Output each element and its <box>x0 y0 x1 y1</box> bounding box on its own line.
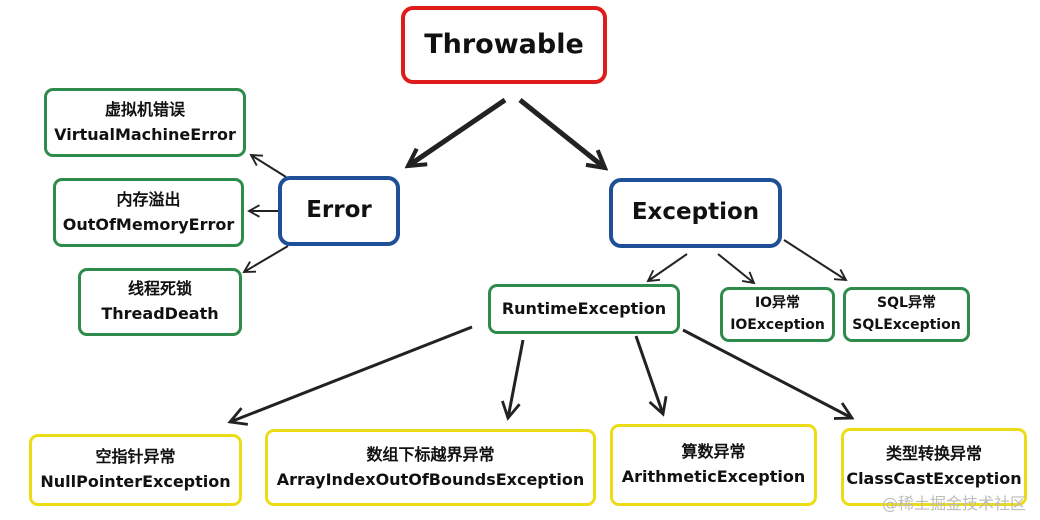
virtual-machine-error-cn: 虚拟机错误 <box>104 99 185 119</box>
out-of-memory-error-en: OutOfMemoryError <box>62 214 235 234</box>
arrow-runtime-to-class-cast <box>682 328 855 420</box>
sql-exception-en: SQLException <box>852 316 961 333</box>
io-exception-cn: IO异常 <box>754 294 801 311</box>
sql-exception-cn: SQL异常 <box>877 294 936 311</box>
arrow-runtime-to-array-index <box>501 339 525 421</box>
error-node: Error <box>278 176 400 246</box>
out-of-memory-error-cn: 内存溢出 <box>116 189 181 209</box>
arrow-runtime-to-arithmetic <box>634 335 668 417</box>
exception-label: Exception <box>631 199 760 226</box>
arithmetic-exception-cn: 算数异常 <box>681 442 746 462</box>
virtual-machine-error-en: VirtualMachineError <box>54 124 236 144</box>
class-cast-exception-node: 类型转换异常 ClassCastException <box>841 428 1027 506</box>
io-exception-node: IO异常 IOException <box>720 287 835 342</box>
thread-death-node: 线程死锁 ThreadDeath <box>78 268 242 336</box>
exception-node: Exception <box>609 178 782 248</box>
io-exception-en: IOException <box>730 316 825 333</box>
array-index-out-of-bounds-exception-en: ArrayIndexOutOfBoundsException <box>276 469 585 489</box>
arrow-error-to-thread-death <box>242 245 289 273</box>
watermark: @稀土掘金技术社区 <box>881 494 1026 513</box>
error-label: Error <box>306 197 372 224</box>
virtual-machine-error-node: 虚拟机错误 VirtualMachineError <box>44 88 246 157</box>
out-of-memory-error-node: 内存溢出 OutOfMemoryError <box>53 178 244 247</box>
null-pointer-exception-node: 空指针异常 NullPointerException <box>29 434 242 506</box>
runtime-exception-node: RuntimeException <box>488 284 680 334</box>
arrow-throwable-to-error <box>408 97 507 166</box>
null-pointer-exception-en: NullPointerException <box>40 472 231 491</box>
thread-death-en: ThreadDeath <box>101 304 219 323</box>
class-cast-exception-cn: 类型转换异常 <box>885 444 982 464</box>
arrow-error-to-vm-error <box>249 153 287 178</box>
runtime-exception-label: RuntimeException <box>501 298 667 318</box>
arithmetic-exception-node: 算数异常 ArithmeticException <box>610 424 817 506</box>
array-index-out-of-bounds-exception-cn: 数组下标越界异常 <box>366 444 495 464</box>
thread-death-cn: 线程死锁 <box>127 279 192 299</box>
throwable-label: Throwable <box>424 29 584 61</box>
arrow-exception-to-runtime <box>646 253 688 283</box>
sql-exception-node: SQL异常 SQLException <box>843 287 970 342</box>
array-index-out-of-bounds-exception-node: 数组下标越界异常 ArrayIndexOutOfBoundsException <box>265 429 596 506</box>
arrow-exception-to-sql <box>783 239 848 282</box>
class-cast-exception-en: ClassCastException <box>846 469 1022 488</box>
arithmetic-exception-en: ArithmeticException <box>621 467 806 486</box>
arrow-exception-to-io <box>717 253 756 285</box>
arrow-throwable-to-exception <box>518 98 605 168</box>
null-pointer-exception-cn: 空指针异常 <box>95 447 176 467</box>
arrow-runtime-to-npe <box>227 325 473 426</box>
throwable-node: Throwable <box>401 6 607 84</box>
